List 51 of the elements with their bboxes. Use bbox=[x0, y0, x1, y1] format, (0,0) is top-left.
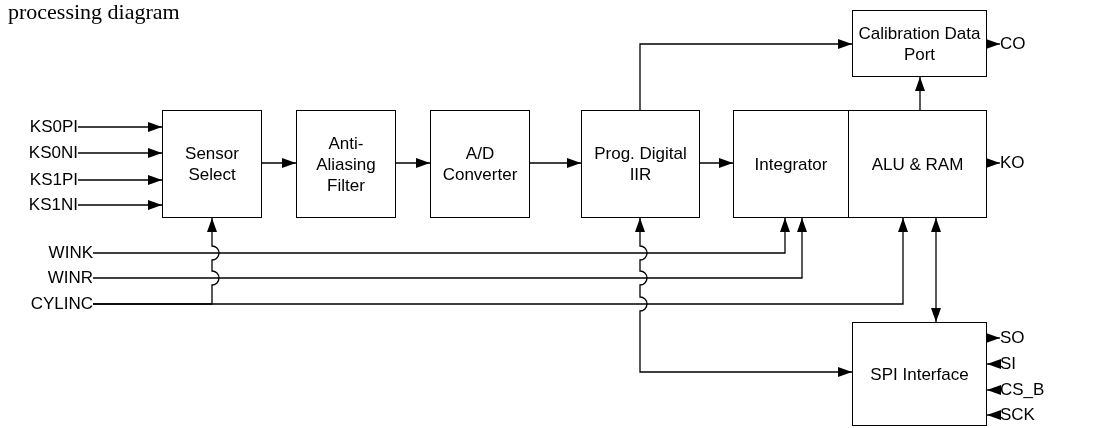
signal-name: KS1NI bbox=[28, 195, 78, 215]
arrow bbox=[92, 217, 807, 279]
signal-name: WINK bbox=[48, 243, 93, 263]
block-label: SPI Interface bbox=[869, 363, 970, 385]
signal-name: KS1PI bbox=[29, 170, 78, 190]
arrow bbox=[395, 158, 431, 168]
process-block bbox=[733, 110, 849, 218]
block-label: Anti-Aliasing Filter bbox=[315, 132, 377, 196]
arrow bbox=[699, 158, 734, 168]
arrow bbox=[986, 333, 1001, 343]
process-block bbox=[852, 10, 987, 77]
process-block bbox=[581, 110, 700, 218]
signal-name: KS0NI bbox=[28, 143, 78, 163]
process-block bbox=[162, 110, 262, 218]
signal-name: SO bbox=[1000, 328, 1025, 348]
block-label: ALU & RAM bbox=[870, 153, 965, 175]
arrow bbox=[986, 385, 1001, 395]
arrow bbox=[986, 158, 1001, 168]
arrow bbox=[931, 217, 941, 323]
arrow bbox=[986, 359, 1001, 369]
arrow bbox=[77, 148, 163, 158]
signal-name: KO bbox=[1000, 153, 1025, 173]
arrow bbox=[915, 76, 925, 111]
signal-name: SCK bbox=[1000, 405, 1035, 425]
signal-name: CO bbox=[1000, 34, 1026, 54]
process-block bbox=[848, 110, 987, 218]
arrow bbox=[92, 217, 908, 305]
process-block bbox=[430, 110, 530, 218]
signal-name: CS_B bbox=[1000, 380, 1045, 400]
arrow bbox=[529, 158, 582, 168]
block-label: Prog. Digital IIR bbox=[593, 143, 688, 185]
block-label: Integrator bbox=[753, 153, 829, 175]
process-block bbox=[852, 322, 987, 426]
heading-text: processing diagram bbox=[8, 0, 180, 24]
arrow bbox=[77, 200, 163, 210]
block-label: Calibration Data Port bbox=[857, 22, 982, 65]
signal-name: SI bbox=[1000, 354, 1017, 374]
arrow bbox=[77, 122, 163, 132]
signal-name: CYLINC bbox=[30, 294, 93, 314]
arrow bbox=[635, 217, 853, 377]
arrow bbox=[986, 39, 1001, 49]
arrow bbox=[77, 175, 163, 185]
arrow bbox=[92, 217, 790, 254]
block-label: A/D Converter bbox=[441, 143, 519, 185]
arrow bbox=[986, 410, 1001, 420]
block-label: Sensor Select bbox=[184, 143, 240, 185]
signal-name: KS0PI bbox=[29, 117, 78, 137]
signal-name: WINR bbox=[47, 268, 93, 288]
process-block bbox=[296, 110, 396, 218]
arrow bbox=[639, 39, 853, 111]
arrow bbox=[261, 158, 297, 168]
